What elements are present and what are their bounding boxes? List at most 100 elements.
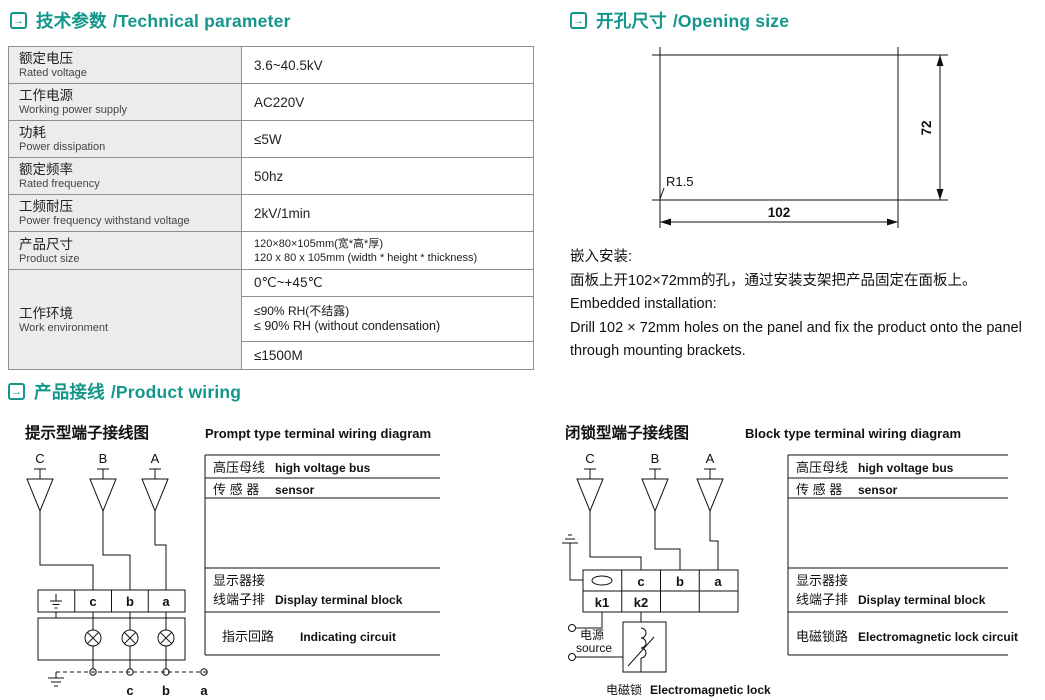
technical-parameter-table: 额定电压 Rated voltage 3.6~40.5kV 工作电源 Worki… bbox=[8, 46, 534, 370]
terminal-b-label: b bbox=[126, 594, 134, 609]
legend-bus-zh: 高压母线 bbox=[213, 460, 265, 475]
display-terminal-block: c b a bbox=[37, 589, 186, 613]
param-name-cell: 工作环境 Work environment bbox=[9, 270, 242, 369]
legend-display-zh2: 线端子排 bbox=[796, 592, 848, 607]
table-row: 额定电压 Rated voltage 3.6~40.5kV bbox=[9, 47, 533, 84]
param-en: Product size bbox=[19, 252, 80, 265]
product-wiring-title: 产品接线/Product wiring bbox=[34, 379, 241, 404]
param-value: 50hz bbox=[254, 168, 284, 184]
bottom-a-label: a bbox=[200, 683, 208, 698]
legend-bus-zh: 高压母线 bbox=[796, 460, 848, 475]
param-value-cell: 3.6~40.5kV bbox=[242, 47, 533, 83]
bottom-terminals: c b a bbox=[48, 660, 208, 698]
electromagnetic-lock-circuit: 电源 source 电磁锁 Electromagnetic lock bbox=[568, 612, 771, 697]
indicator-ellipse-icon bbox=[591, 575, 613, 586]
lamp-icon bbox=[121, 629, 139, 647]
param-zh: 产品尺寸 bbox=[19, 236, 73, 252]
table-row: 功耗 Power dissipation ≤5W bbox=[9, 121, 533, 158]
param-value: 2kV/1min bbox=[254, 205, 311, 221]
sensor-symbol-c: C bbox=[26, 451, 54, 513]
table-row: 工频耐压 Power frequency withstand voltage 2… bbox=[9, 195, 533, 232]
ground-icon bbox=[562, 534, 583, 581]
legend-lock-zh: 电磁锁路 bbox=[796, 629, 848, 644]
section-arrow-icon: → bbox=[8, 383, 25, 400]
source-terminal bbox=[568, 653, 576, 661]
phase-c-label: C bbox=[585, 451, 594, 466]
param-zh: 功耗 bbox=[19, 125, 46, 140]
param-value-en: ≤ 90% RH (without condensation) bbox=[254, 319, 441, 333]
embedded-installation-text: 嵌入安装: 面板上开102×72mm的孔，通过安装支架把产品固定在面板上。 Em… bbox=[570, 246, 1044, 364]
param-en: Rated voltage bbox=[19, 67, 87, 79]
param-value: ≤1500M bbox=[254, 348, 303, 363]
legend-sensor-zh: 传 感 器 bbox=[796, 482, 842, 497]
section-arrow-icon: → bbox=[10, 12, 27, 29]
ground-icon bbox=[50, 594, 62, 609]
terminal-k2-label: k2 bbox=[634, 595, 648, 610]
legend-display-zh1: 显示器接 bbox=[796, 573, 848, 588]
param-value-cell: 50hz bbox=[242, 158, 533, 194]
install-en-body: Drill 102 × 72mm holes on the panel and … bbox=[570, 319, 1022, 360]
lock-en-label: Electromagnetic lock bbox=[650, 683, 771, 697]
indicating-circuit-box bbox=[37, 612, 186, 661]
block-diagram-title-en: Block type terminal wiring diagram bbox=[745, 426, 961, 441]
sensor-wires bbox=[589, 511, 719, 570]
phase-a-label: A bbox=[706, 451, 715, 466]
param-value-cell: 120×80×105mm(宽*高*厚) 120 x 80 x 105mm (wi… bbox=[242, 232, 533, 269]
title-en: /Product wiring bbox=[110, 382, 242, 402]
legend-bus-en: high voltage bus bbox=[275, 461, 371, 475]
legend-sensor-zh: 传 感 器 bbox=[213, 482, 259, 497]
param-zh: 额定频率 bbox=[19, 162, 73, 177]
terminal-b-label: b bbox=[676, 574, 684, 589]
param-value: 3.6~40.5kV bbox=[254, 57, 323, 73]
lamp-icon bbox=[84, 629, 102, 647]
corner-radius-callout: R1.5 bbox=[659, 174, 693, 200]
title-en: /Opening size bbox=[672, 11, 790, 31]
opening-size-drawing: 72 102 R1.5 bbox=[652, 47, 948, 228]
width-dimension: 102 bbox=[659, 205, 899, 228]
param-name-cell: 工作电源 Working power supply bbox=[9, 84, 242, 120]
source-terminal bbox=[568, 624, 576, 632]
table-row: 产品尺寸 Product size 120×80×105mm(宽*高*厚) 12… bbox=[9, 232, 533, 270]
table-row: 额定频率 Rated frequency 50hz bbox=[9, 158, 533, 195]
phase-c-label: C bbox=[35, 451, 44, 466]
bottom-c-label: c bbox=[126, 683, 133, 698]
technical-parameter-title: 技术参数/Technical parameter bbox=[36, 8, 291, 33]
opening-size-title: 开孔尺寸/Opening size bbox=[596, 8, 789, 33]
opening-size-heading: → 开孔尺寸/Opening size bbox=[570, 8, 789, 33]
prompt-diagram-title-en: Prompt type terminal wiring diagram bbox=[205, 426, 432, 441]
block-terminal-block: c b a k1 k2 bbox=[582, 569, 739, 613]
title-zh: 开孔尺寸 bbox=[596, 11, 667, 31]
section-arrow-icon: → bbox=[570, 12, 587, 29]
param-name-cell: 产品尺寸 Product size bbox=[9, 232, 242, 269]
legend-sensor-en: sensor bbox=[275, 483, 315, 497]
technical-parameter-heading: → 技术参数/Technical parameter bbox=[10, 8, 291, 33]
width-dimension-label: 102 bbox=[768, 205, 791, 220]
legend-circuit-zh: 指示回路 bbox=[222, 629, 274, 644]
title-zh: 产品接线 bbox=[34, 382, 105, 402]
install-en-title: Embedded installation: bbox=[570, 296, 717, 312]
param-value-cell: 0℃~+45℃ ≤90% RH(不结露) ≤ 90% RH (without c… bbox=[242, 270, 533, 369]
lock-box bbox=[622, 621, 667, 673]
terminal-c-label: c bbox=[89, 594, 96, 609]
param-en: Power dissipation bbox=[19, 141, 106, 153]
block-wiring-diagram: C B A bbox=[562, 451, 1018, 697]
source-en-label: source bbox=[576, 641, 612, 655]
param-en: Work environment bbox=[19, 321, 109, 334]
title-en: /Technical parameter bbox=[112, 11, 291, 31]
param-value-cell: AC220V bbox=[242, 84, 533, 120]
coil-icon bbox=[627, 627, 655, 672]
lamp-icon bbox=[157, 629, 175, 647]
param-value-cell: ≤5W bbox=[242, 121, 533, 157]
terminal-a-label: a bbox=[162, 594, 170, 609]
legend-display-en: Display terminal block bbox=[275, 593, 403, 607]
param-en: Working power supply bbox=[19, 104, 128, 116]
block-legend: 高压母线 high voltage bus 传 感 器 sensor 显示器接 … bbox=[787, 454, 1018, 656]
ground-icon bbox=[48, 672, 64, 687]
param-value: AC220V bbox=[254, 94, 305, 110]
param-en: Rated frequency bbox=[19, 178, 100, 190]
legend-display-zh1: 显示器接 bbox=[213, 573, 265, 588]
param-name-cell: 额定频率 Rated frequency bbox=[9, 158, 242, 194]
legend-circuit-en: Indicating circuit bbox=[300, 630, 396, 644]
legend-display-zh2: 线端子排 bbox=[213, 592, 265, 607]
sensor-symbol-a: A bbox=[696, 451, 724, 513]
